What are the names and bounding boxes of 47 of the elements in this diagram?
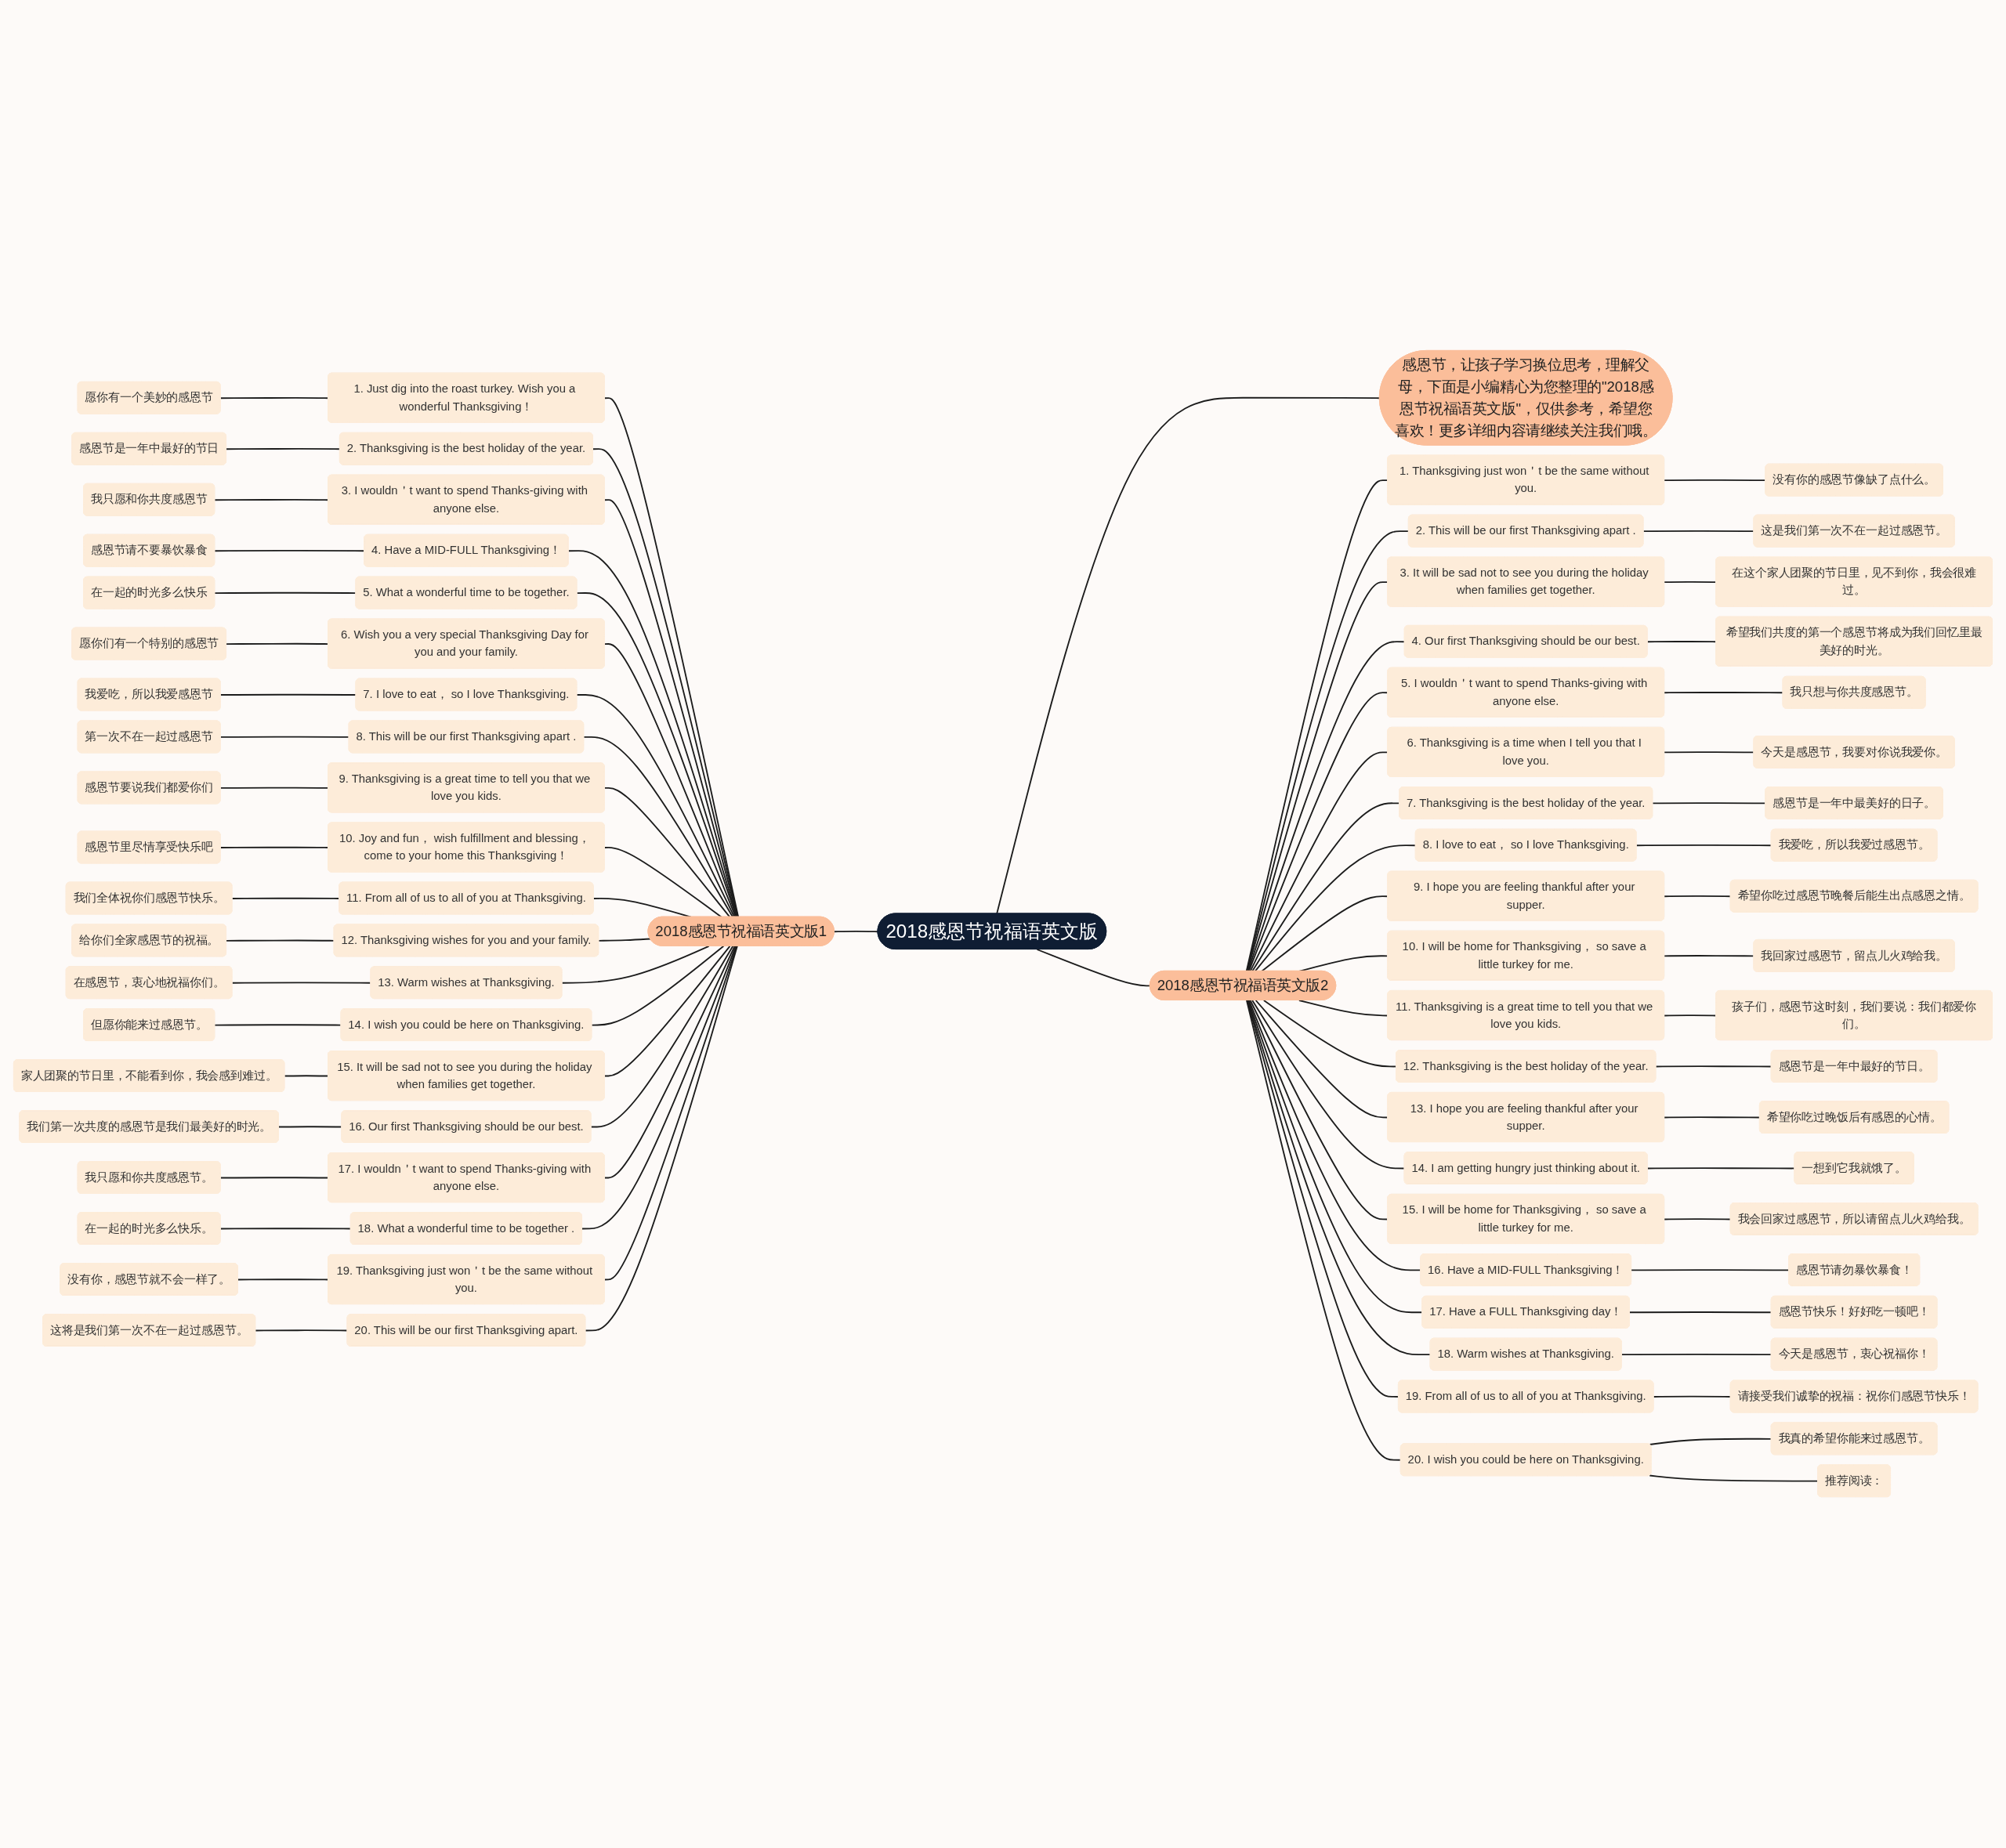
connector: [1664, 751, 1755, 754]
connector: [1631, 1269, 1790, 1271]
connector: [1262, 1000, 1397, 1068]
connector: [226, 643, 329, 646]
connector: [219, 397, 329, 400]
connector: [1629, 1311, 1772, 1314]
connector: [1664, 895, 1732, 898]
connector: [255, 1329, 349, 1332]
connector: [996, 397, 1381, 915]
connector: [1246, 1000, 1402, 1462]
connector: [219, 1177, 329, 1179]
connector: [219, 787, 329, 790]
connector: [1664, 1116, 1761, 1119]
connector: [1620, 1354, 1772, 1356]
connector: [598, 938, 651, 942]
connector: [1664, 955, 1755, 957]
connector: [1247, 1000, 1432, 1356]
connector: [603, 946, 736, 1179]
connector: [581, 946, 737, 1230]
connector: [591, 946, 725, 1026]
connector: [219, 736, 350, 739]
connector: [1664, 692, 1784, 694]
connector: [226, 940, 335, 942]
connector: [603, 946, 737, 1281]
connector: [1635, 844, 1772, 847]
connector: [603, 946, 731, 1077]
connector: [1251, 1000, 1406, 1170]
connector: [237, 1278, 329, 1281]
connector: [1655, 1065, 1772, 1068]
connector: [1649, 1438, 1772, 1446]
connector: [219, 847, 329, 849]
connector: [590, 946, 734, 1128]
connector: [1246, 1000, 1399, 1398]
connector: [226, 448, 341, 450]
connector: [284, 1075, 329, 1077]
connector: [214, 499, 329, 501]
connector: [219, 694, 357, 696]
connector: [1664, 1218, 1732, 1221]
connector: [1642, 530, 1755, 533]
connector: [585, 946, 738, 1332]
connector: [214, 1024, 342, 1026]
connector: [1646, 1167, 1796, 1170]
connector: [833, 931, 879, 933]
connector: [1653, 1396, 1732, 1398]
connector: [219, 1228, 352, 1230]
connector: [561, 946, 710, 985]
connector: [1036, 949, 1151, 987]
